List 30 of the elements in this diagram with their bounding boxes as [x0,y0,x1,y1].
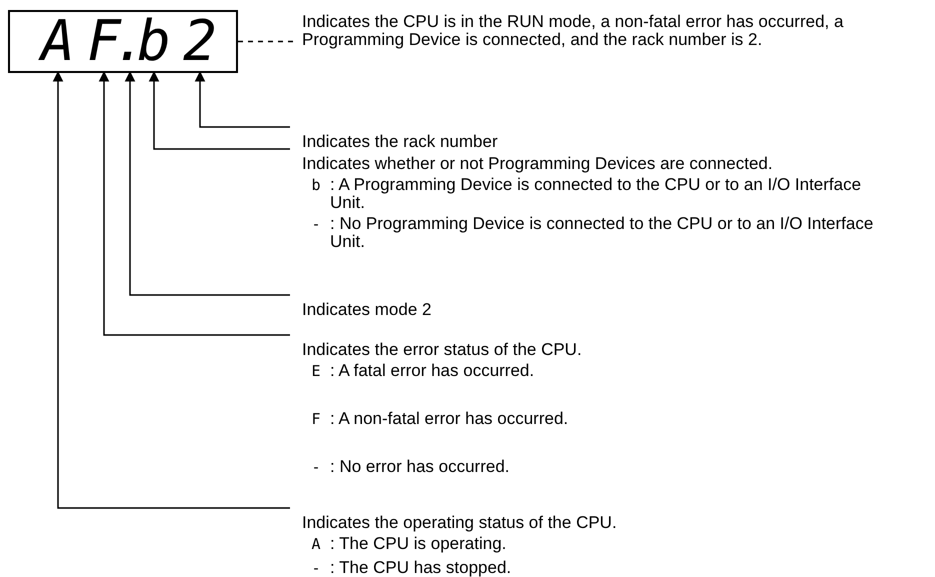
status-description: : No error has occurred. [330,458,510,476]
status-description: : No Programming Device is connected to the CPU or to an I/O Interface Unit. [330,215,874,251]
display-digit: 2 [180,12,220,71]
segment-glyph: E [310,362,322,380]
callout-text: Indicates the operating status of the CPU. [302,514,618,532]
callout-text: Indicates the rack number [302,133,499,151]
arrow [194,71,290,128]
status-description: : A non-fatal error has occurred. [330,410,568,428]
callout-text: Indicates the error status of the CPU. [302,341,583,359]
callout-text: Indicates whether or not Programming Devices are connected. [302,155,774,173]
display-digit: A [38,12,78,71]
segment-glyph: - [310,559,322,577]
display-panel [8,10,238,73]
arrow [52,71,290,509]
callout-text: Indicates mode 2 [302,301,432,319]
display-digit: F [84,12,124,71]
segment-glyph: - [310,458,322,476]
segment-glyph: F [310,410,322,428]
segment-glyph: A [310,535,322,553]
status-description: : A fatal error has occurred. [330,362,534,380]
arrow [124,71,290,296]
status-description: : The CPU is operating. [330,535,506,553]
callout-text: Indicates the CPU is in the RUN mode, a non-fatal error has occurred, a Programming Device is connected, and the rack number is 2. [302,13,844,49]
arrow [148,71,290,150]
display-digit: b [134,12,174,71]
segment-glyph: - [310,215,322,235]
segment-glyph: b [310,176,322,196]
arrow [98,71,290,336]
status-description: : A Programming Device is connected to the CPU or to an I/O Interface Unit. [330,176,862,212]
status-description: : The CPU has stopped. [330,559,512,577]
